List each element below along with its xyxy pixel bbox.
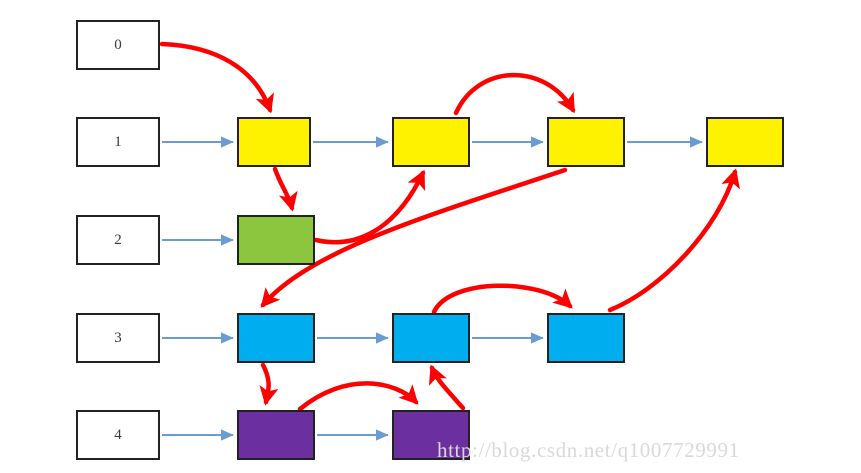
redlink-index0-to-yellow1 (159, 41, 274, 114)
redlink-yellow2-to-yellow3 (453, 72, 576, 116)
node-purple-2[interactable] (392, 410, 470, 460)
index-4[interactable]: 4 (76, 410, 160, 460)
redlink-purple1-to-purple2 (297, 381, 419, 412)
watermark-text: http://blog.csdn.net/q1007729991 (437, 438, 740, 462)
index-4-text: 4 (114, 426, 122, 443)
redlink-blue3-to-yellow4 (607, 168, 740, 313)
index-3[interactable]: 3 (76, 313, 160, 363)
index-3-text: 3 (114, 329, 122, 346)
redlink-blue1-to-purple1 (259, 362, 279, 406)
redlink-yellow3-to-blue1 (260, 167, 568, 308)
node-blue-3[interactable] (547, 313, 625, 363)
redlink-green1-to-yellow2 (313, 169, 426, 245)
redlink-purple2-to-blue2 (428, 364, 466, 411)
index-1-text: 1 (114, 133, 122, 150)
redlink-blue2-to-blue3 (431, 283, 573, 315)
index-0[interactable]: 0 (76, 20, 160, 70)
red-links-group (159, 41, 740, 412)
index-0-text: 0 (114, 36, 122, 53)
index-2-text: 2 (114, 231, 122, 248)
node-yellow-2[interactable] (392, 117, 470, 167)
node-yellow-1[interactable] (237, 117, 311, 167)
node-blue-1[interactable] (237, 313, 315, 363)
node-blue-2[interactable] (392, 313, 470, 363)
node-yellow-3[interactable] (547, 117, 625, 167)
node-purple-1[interactable] (237, 410, 315, 460)
index-1[interactable]: 1 (76, 117, 160, 167)
blue-links-group (162, 136, 703, 441)
node-green-1[interactable] (237, 215, 315, 265)
node-yellow-4[interactable] (706, 117, 784, 167)
redlink-yellow1-to-green1 (272, 166, 298, 212)
index-2[interactable]: 2 (76, 215, 160, 265)
